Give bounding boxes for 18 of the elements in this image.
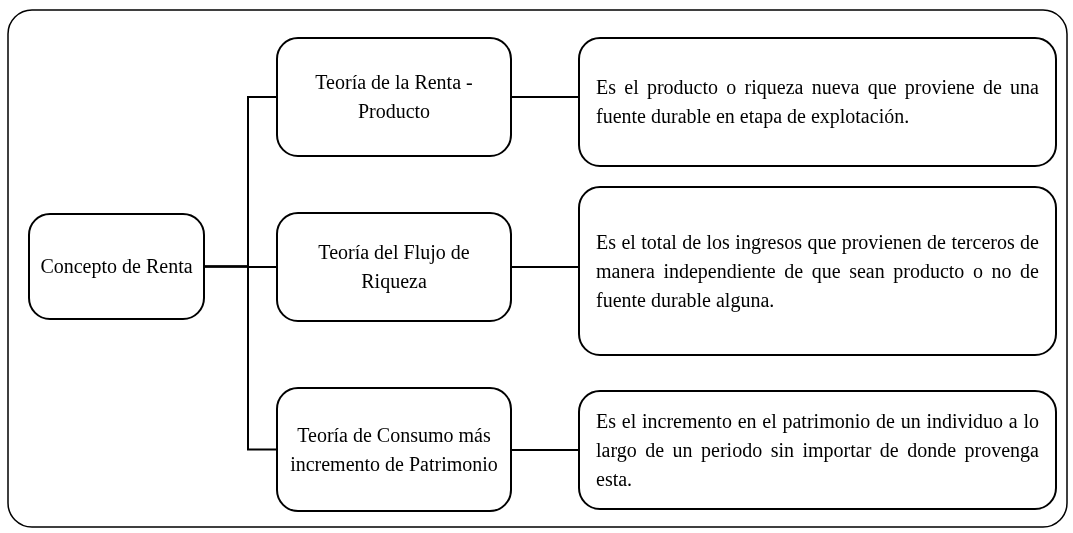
description-text: Es el producto o riqueza nueva que proviene de una fuente durable en etapa de explotación. xyxy=(595,75,1040,130)
description-box xyxy=(578,186,1057,356)
connector-line xyxy=(204,265,277,451)
connector-line xyxy=(511,449,579,451)
description-text: Es el total de los ingresos que provienen de terceros de manera independiente de que sean producto o no de fuente durable alguna. xyxy=(595,229,1040,314)
description-box xyxy=(578,390,1057,510)
connector-line xyxy=(511,96,579,98)
description-box xyxy=(578,37,1057,167)
concept-label: Concepto de Renta xyxy=(39,254,194,280)
concept-box xyxy=(276,212,512,322)
concept-box xyxy=(276,387,512,512)
concept-label: Teoría de Consumo más incremento de Patrimonio xyxy=(289,422,499,477)
concept-box xyxy=(276,37,512,157)
concept-label: Teoría del Flujo de Riqueza xyxy=(317,240,471,295)
concept-label: Teoría de la Renta - Producto xyxy=(314,70,474,124)
description-text: Es el incremento en el patrimonio de un individuo a lo largo de un periodo sin importar de donde provenga esta. xyxy=(595,408,1040,492)
connector-line xyxy=(511,266,579,268)
concept-box xyxy=(28,213,205,320)
